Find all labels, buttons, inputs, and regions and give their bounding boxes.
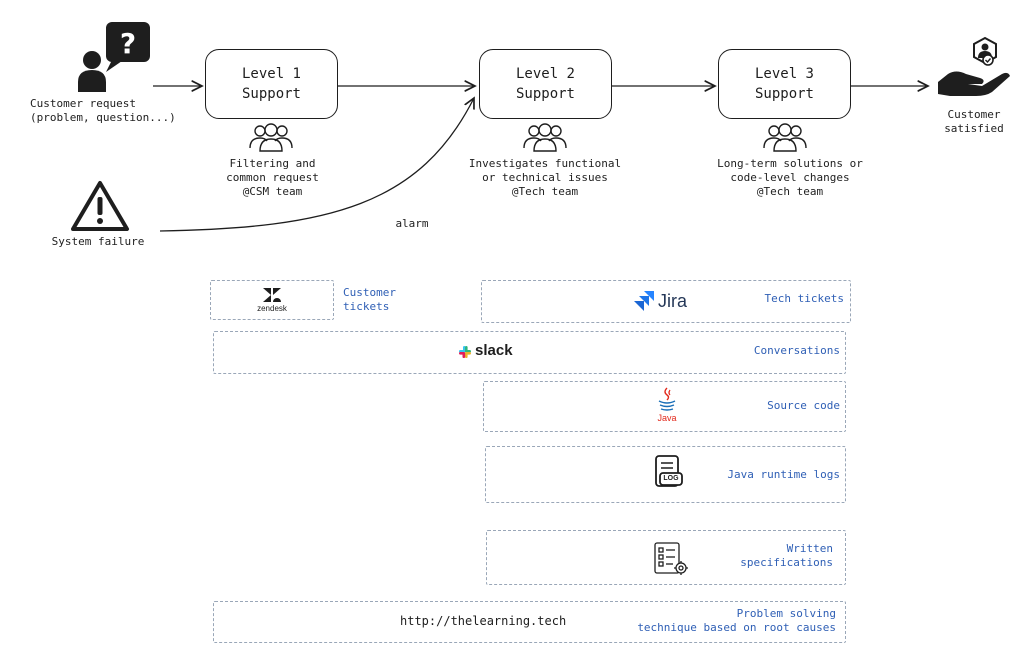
logs-panel — [485, 446, 846, 503]
level-2-box: Level 2 Support — [479, 49, 612, 119]
jira-panel — [481, 280, 851, 323]
log-file-icon — [652, 454, 684, 490]
slack-logo-text: slack — [475, 342, 513, 359]
jira-logo-text: Jira — [658, 291, 688, 311]
java-tag: Source code — [767, 399, 840, 412]
system-failure-label: System failure — [51, 235, 145, 248]
level-1-box: Level 1 Support — [205, 49, 338, 119]
specifications-checklist-icon — [653, 541, 689, 577]
team-icon-level-2 — [522, 122, 568, 152]
level-3-caption: Long-term solutions or code-level change… — [717, 157, 863, 198]
customer-satisfied-label: Customer satisfied — [944, 108, 1004, 135]
logs-tag: Java runtime logs — [727, 468, 840, 481]
level-1-caption: Filtering and common request @CSM team — [226, 157, 319, 198]
svg-text:?: ? — [120, 27, 136, 60]
level-2-title: Level 2 Support — [515, 66, 575, 102]
zendesk-logo-text: zendesk — [257, 304, 287, 313]
level-3-title: Level 3 Support — [754, 66, 814, 102]
level-1-title: Level 1 Support — [241, 66, 301, 102]
java-panel — [483, 381, 846, 432]
level-3-box: Level 3 Support — [718, 49, 851, 119]
specs-panel — [486, 530, 846, 585]
zendesk-panel — [210, 280, 334, 320]
zendesk-logo-icon — [262, 287, 282, 303]
slack-panel — [213, 331, 846, 374]
specs-tag: Written specifications — [740, 542, 833, 569]
source-url: http://thelearning.tech — [400, 614, 567, 628]
customer-request-label: Customer request (problem, question...) — [30, 97, 176, 124]
customer-question-icon: ? — [76, 20, 152, 94]
alarm-label: alarm — [395, 217, 429, 230]
jira-logo-icon — [634, 291, 654, 311]
arrow-failure-to-level2 — [159, 98, 474, 232]
warning-icon — [70, 180, 130, 232]
team-icon-level-1 — [248, 122, 294, 152]
jira-tag: Tech tickets — [764, 292, 844, 305]
zendesk-tag: Customer tickets — [343, 286, 396, 313]
satisfied-customer-icon — [936, 36, 1012, 98]
footer-tag: Problem solving technique based on root … — [637, 607, 836, 634]
footer-panel — [213, 601, 846, 643]
level-2-caption: Investigates functional or technical iss… — [468, 157, 622, 198]
team-icon-level-3 — [762, 122, 808, 152]
slack-tag: Conversations — [753, 344, 840, 357]
slack-logo-icon — [458, 344, 472, 358]
java-logo-text: Java — [657, 413, 677, 423]
java-logo-icon — [656, 386, 678, 412]
log-file-label: LOG — [663, 475, 679, 482]
